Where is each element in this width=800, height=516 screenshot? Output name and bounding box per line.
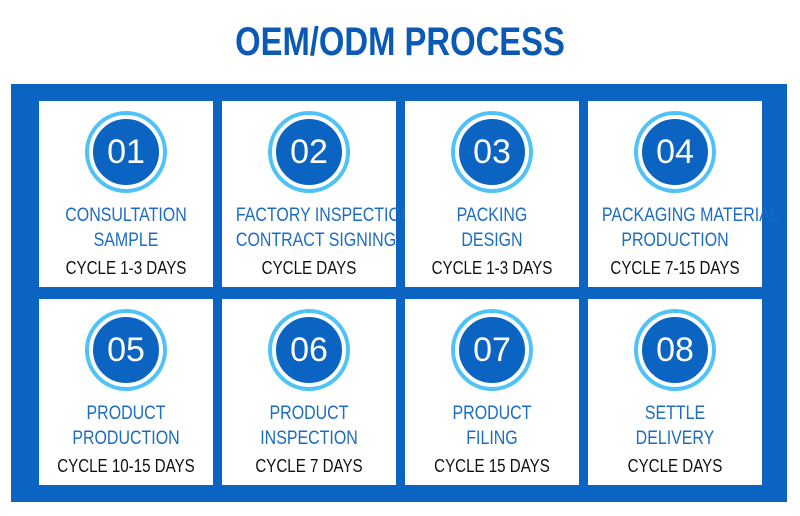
step-number-badge: 01 bbox=[89, 115, 163, 189]
step-cycle: CYCLE 7-15 DAYS bbox=[610, 258, 740, 278]
step-name-line-2: PRODUCTION bbox=[72, 428, 180, 449]
step-number-badge: 06 bbox=[272, 313, 346, 387]
step-name: PRODUCT FILING bbox=[419, 401, 565, 451]
step-number-badge: 05 bbox=[89, 313, 163, 387]
step-card-03: 03 PACKING DESIGN CYCLE 1-3 DAYS bbox=[405, 101, 579, 287]
step-card-02: 02 FACTORY INSPECTION CONTRACT SIGNING C… bbox=[222, 101, 413, 287]
step-cycle: CYCLE DAYS bbox=[627, 456, 723, 476]
step-name: PACKING DESIGN bbox=[419, 203, 565, 253]
step-name-line-1: PRODUCT bbox=[86, 403, 166, 424]
step-name-line-2: SAMPLE bbox=[93, 230, 159, 251]
step-card-05: 05 PRODUCT PRODUCTION CYCLE 10-15 DAYS bbox=[39, 299, 213, 485]
step-number-badge: 07 bbox=[455, 313, 529, 387]
step-card-04: 04 PACKAGING MATERIAL PRODUCTION CYCLE 7… bbox=[588, 101, 779, 287]
step-name-line-2: DELIVERY bbox=[635, 428, 715, 449]
step-name-line-1: SETTLE bbox=[644, 403, 706, 424]
step-name: PACKAGING MATERIAL PRODUCTION bbox=[601, 203, 779, 253]
step-cycle: CYCLE 10-15 DAYS bbox=[57, 456, 195, 476]
step-cycle: CYCLE 15 DAYS bbox=[434, 456, 550, 476]
step-cycle: CYCLE DAYS bbox=[261, 258, 357, 278]
step-name: SETTLE DELIVERY bbox=[602, 401, 748, 451]
process-grid: 01 CONSULTATION SAMPLE CYCLE 1-3 DAYS 02… bbox=[39, 101, 779, 487]
step-name: FACTORY INSPECTION CONTRACT SIGNING bbox=[235, 203, 413, 253]
process-panel: 01 CONSULTATION SAMPLE CYCLE 1-3 DAYS 02… bbox=[11, 84, 787, 502]
step-card-06: 06 PRODUCT INSPECTION CYCLE 7 DAYS bbox=[222, 299, 396, 485]
step-name: CONSULTATION SAMPLE bbox=[53, 203, 199, 253]
step-name: PRODUCT INSPECTION bbox=[236, 401, 382, 451]
step-card-01: 01 CONSULTATION SAMPLE CYCLE 1-3 DAYS bbox=[39, 101, 213, 287]
step-card-08: 08 SETTLE DELIVERY CYCLE DAYS bbox=[588, 299, 762, 485]
step-name-line-2: CONTRACT SIGNING bbox=[235, 230, 397, 251]
step-name-line-2: DESIGN bbox=[461, 230, 523, 251]
step-name-line-1: PACKAGING MATERIAL bbox=[601, 205, 779, 226]
step-name-line-2: INSPECTION bbox=[260, 428, 358, 449]
step-number-badge: 08 bbox=[638, 313, 712, 387]
step-name-line-1: PRODUCT bbox=[269, 403, 349, 424]
step-cycle: CYCLE 1-3 DAYS bbox=[431, 258, 553, 278]
step-name-line-1: PRODUCT bbox=[452, 403, 532, 424]
step-card-07: 07 PRODUCT FILING CYCLE 15 DAYS bbox=[405, 299, 579, 485]
step-name-line-2: PRODUCTION bbox=[621, 230, 729, 251]
page-title: OEM/ODM PROCESS bbox=[235, 20, 565, 64]
step-number-badge: 02 bbox=[272, 115, 346, 189]
step-cycle: CYCLE 1-3 DAYS bbox=[65, 258, 187, 278]
step-name-line-1: PACKING bbox=[456, 205, 528, 226]
step-name-line-1: CONSULTATION bbox=[65, 205, 187, 226]
step-name-line-2: FILING bbox=[466, 428, 518, 449]
step-name-line-1: FACTORY INSPECTION bbox=[235, 205, 413, 226]
step-cycle: CYCLE 7 DAYS bbox=[255, 456, 363, 476]
step-name: PRODUCT PRODUCTION bbox=[53, 401, 199, 451]
step-number-badge: 04 bbox=[638, 115, 712, 189]
step-number-badge: 03 bbox=[455, 115, 529, 189]
